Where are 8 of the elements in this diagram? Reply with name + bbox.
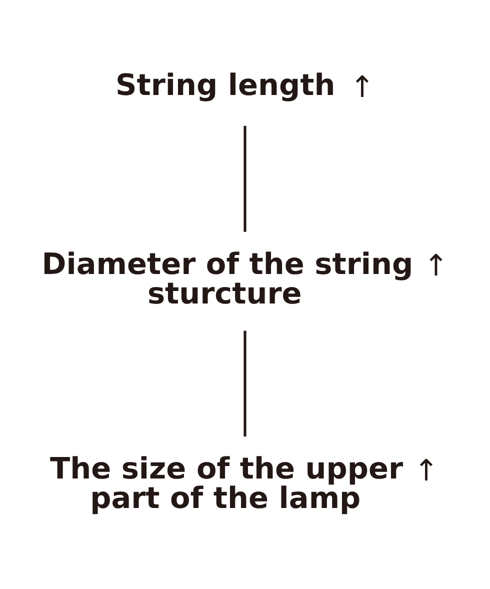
node-text: String length xyxy=(116,68,336,102)
node-text: The size of the upper part of the lamp xyxy=(50,452,404,516)
node-label: ↑ xyxy=(424,248,448,282)
node-label: ↑ xyxy=(414,453,439,488)
node-text: Diameter of the string sturcture xyxy=(42,246,414,310)
node-label: ↑ xyxy=(350,70,375,104)
connector xyxy=(244,126,246,232)
connector xyxy=(244,330,246,436)
